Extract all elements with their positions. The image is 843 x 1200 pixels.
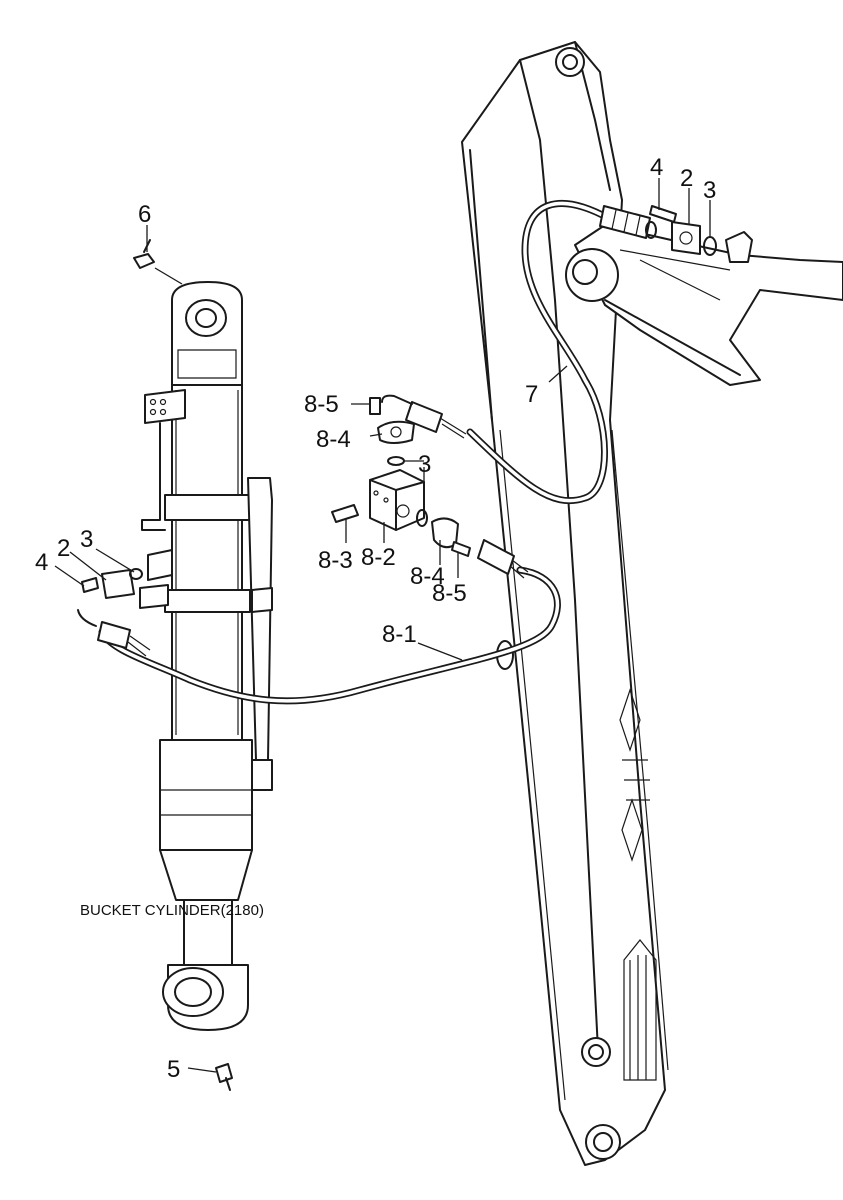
diagram-caption: BUCKET CYLINDER(2180) [80,902,264,919]
callout-2-top: 2 [680,165,693,192]
callout-4-left: 4 [35,549,48,576]
hose-7 [381,200,651,505]
callout-8-4-top: 8-4 [316,426,351,453]
leader-lines [54,178,711,1073]
callout-2-left: 2 [57,535,70,562]
callout-3-mid: 3 [418,451,431,478]
oring-3-left [129,568,143,580]
callout-8-2: 8-2 [361,544,396,571]
callout-7: 7 [525,381,538,408]
oring-top-hose [645,221,657,239]
callout-3-left: 3 [80,526,93,553]
arm [461,41,669,1166]
bolt-8-3 [331,504,359,523]
hose-8-1 [77,539,561,705]
callout-8-1: 8-1 [382,621,417,648]
bolt-4-left [81,577,99,593]
callout-4-top: 4 [650,154,663,181]
boom-end [565,224,843,386]
oring-3-mid [387,456,405,466]
flange-2-left [101,569,135,599]
callout-8-5-bottom: 8-5 [432,580,467,607]
block-8-2 [369,469,425,531]
flange-2-top [671,221,701,255]
bolt-8-5-bottom [451,541,471,557]
oring-3-block-side [416,509,428,527]
callout-5: 5 [167,1056,180,1083]
callouts: 4 2 3 6 7 8-5 8-4 3 8-3 8-2 8-4 8-5 4 2 … [35,154,716,1083]
callout-8-4-bottom: 8-4 [410,563,445,590]
grease-fitting-top [133,239,155,269]
grease-fitting-bottom [215,1063,233,1091]
bolt-4-top [649,205,677,223]
callout-6: 6 [138,201,151,228]
callout-3-top: 3 [703,177,716,204]
bolt-8-5-top [369,397,381,415]
bucket-cylinder [139,281,273,1031]
clamp-8-4-top [377,420,415,444]
callout-8-3: 8-3 [318,547,353,574]
callout-8-5-top: 8-5 [304,391,339,418]
